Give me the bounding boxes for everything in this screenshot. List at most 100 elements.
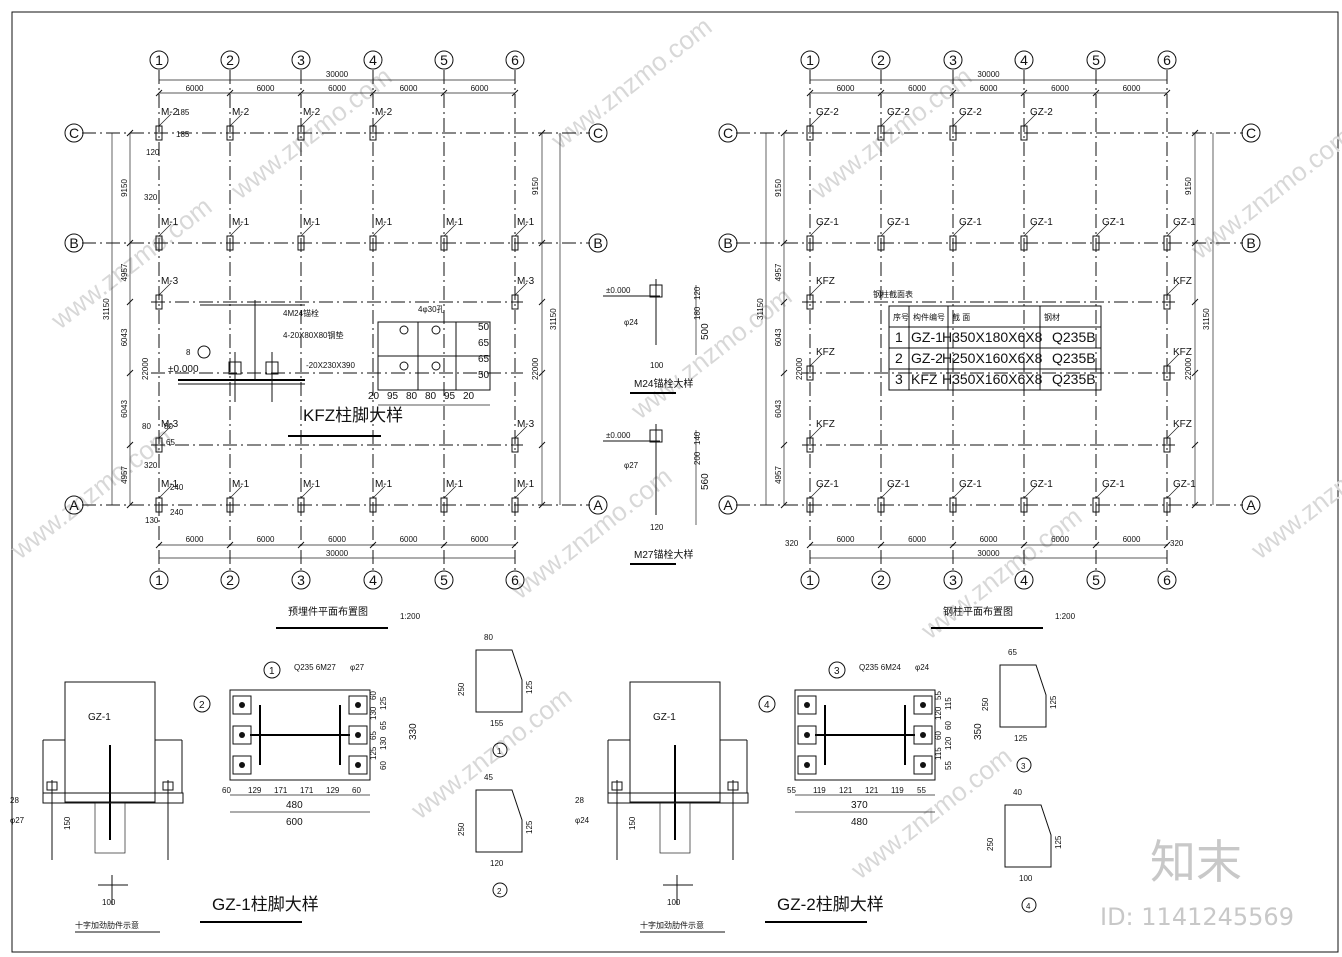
small-dim: 80 <box>142 422 151 431</box>
marker-label: M-1 <box>375 479 393 490</box>
gz-dim-side: 125 <box>379 696 388 710</box>
table-cell-steel: Q235B <box>1052 371 1096 387</box>
leader <box>514 223 528 237</box>
kfz-bolt-hole <box>399 325 409 335</box>
axis-top-6-bubble <box>1157 50 1177 70</box>
axis-left-C-label: C <box>69 125 79 141</box>
dim-tick <box>806 541 814 549</box>
nut <box>611 781 623 791</box>
table-title: 钢柱截面表 <box>873 289 913 299</box>
small-dim: 185 <box>176 130 190 139</box>
dim-28: 28 <box>10 796 19 805</box>
gz-dim-side: 115 <box>944 697 953 710</box>
table-cell-section: H250X160X6X8 <box>942 350 1043 366</box>
table-header: 序号 <box>893 312 909 322</box>
dim-bay-bottom: 6000 <box>471 535 489 544</box>
marker-label: GZ-1 <box>887 217 910 228</box>
bolt-pad <box>232 755 252 775</box>
small-dim: 80 <box>164 422 173 431</box>
leader <box>952 485 966 499</box>
dim-row-left: 6043 <box>120 328 129 346</box>
plate-num-circle <box>492 742 508 758</box>
plate-dim-r: 125 <box>525 820 534 834</box>
plate-dim-bottom: 125 <box>1014 734 1028 743</box>
kfz-dim-bottom: 20 <box>463 391 475 402</box>
kfz-dim-side: 50 <box>478 370 490 381</box>
axis-top-6-label: 6 <box>511 52 519 68</box>
axis-top-3-label: 3 <box>949 52 957 68</box>
dim-row-left: 6043 <box>774 400 783 418</box>
bolt-dot <box>239 702 245 708</box>
plate-dim-h: 250 <box>457 682 466 696</box>
dim-tick <box>780 298 788 306</box>
axis-bottom-5-label: 5 <box>440 572 448 588</box>
dim-tick <box>877 541 885 549</box>
kfz-bolt-hole <box>431 361 441 371</box>
gz-dim-top-val: 129 <box>326 786 340 795</box>
dim-right-9150: 9150 <box>1184 177 1193 195</box>
axis-bottom-4-label: 4 <box>1020 572 1028 588</box>
gz-title: GZ-1柱脚大样 <box>212 895 319 914</box>
axis-bottom-4-bubble <box>363 570 383 590</box>
plate-dim-h: 250 <box>457 822 466 836</box>
leader <box>880 485 894 499</box>
leader <box>443 223 457 237</box>
plan-scale: 1:200 <box>1055 612 1076 621</box>
leader <box>229 223 243 237</box>
plate-num: 4 <box>1026 902 1031 911</box>
dim-total-bottom: 30000 <box>977 549 1000 558</box>
dim-tick <box>1020 541 1028 549</box>
kfz-note-2: 4-20X80X80钢垫 <box>283 330 343 340</box>
gz-bolt-dia: φ27 <box>350 663 365 672</box>
dim-tick <box>1191 501 1199 509</box>
table-cell-no: 3 <box>895 371 903 387</box>
table-cell-id: GZ-1 <box>911 329 943 345</box>
leader <box>809 425 823 439</box>
column-label: GZ-1 <box>653 712 676 723</box>
watermark-text: www.znzmo.com <box>404 681 577 825</box>
bolt-pad <box>797 755 817 775</box>
axis-top-2-label: 2 <box>877 52 885 68</box>
leader <box>1166 353 1180 367</box>
bolt-pad <box>797 725 817 745</box>
leader <box>1166 485 1180 499</box>
dim-row-left: 4957 <box>120 466 129 484</box>
table-cell-section: H350X160X6X8 <box>942 371 1043 387</box>
leader <box>1166 282 1180 296</box>
axis-top-2-bubble <box>220 50 240 70</box>
marker-label: M-2 <box>161 107 179 118</box>
dim-tick <box>369 541 377 549</box>
dim-bay-bottom: 6000 <box>186 535 204 544</box>
bolt-dot <box>239 762 245 768</box>
dim-bay-top: 6000 <box>328 84 346 93</box>
dim-tick <box>511 541 519 549</box>
leader <box>372 113 386 127</box>
plate-dim-bottom: 120 <box>490 859 504 868</box>
axis-right-B-label: B <box>593 235 602 251</box>
bolt-pad <box>232 695 252 715</box>
watermark-text: www.znzmo.com <box>4 421 177 565</box>
gz-dim-top-val: 119 <box>813 786 826 795</box>
dim-bay-top: 6000 <box>186 84 204 93</box>
kfz-holes: 4φ30孔 <box>418 305 445 314</box>
brand-logo-text: 知末 <box>1150 835 1242 889</box>
marker-label: M-1 <box>517 479 535 490</box>
dim-28: 28 <box>575 796 584 805</box>
dim-tick <box>538 441 546 449</box>
leader <box>809 282 823 296</box>
table-cell-id: KFZ <box>911 371 938 387</box>
axis-bottom-5-bubble <box>434 570 454 590</box>
gz-dim-top-val: 119 <box>891 786 904 795</box>
leader <box>880 113 894 127</box>
bolt-elev: ±0.000 <box>606 431 631 440</box>
bolt-dot <box>239 732 245 738</box>
axis-right-A-label: A <box>1246 497 1256 513</box>
table-cell-no: 1 <box>895 329 903 345</box>
axis-bottom-2-bubble <box>871 570 891 590</box>
gz-callout-b-num: 2 <box>199 700 205 711</box>
dim-outer-right: 31150 <box>1202 308 1211 330</box>
axis-left-B-label: B <box>723 235 732 251</box>
axis-top-1-label: 1 <box>806 52 814 68</box>
leader <box>443 485 457 499</box>
